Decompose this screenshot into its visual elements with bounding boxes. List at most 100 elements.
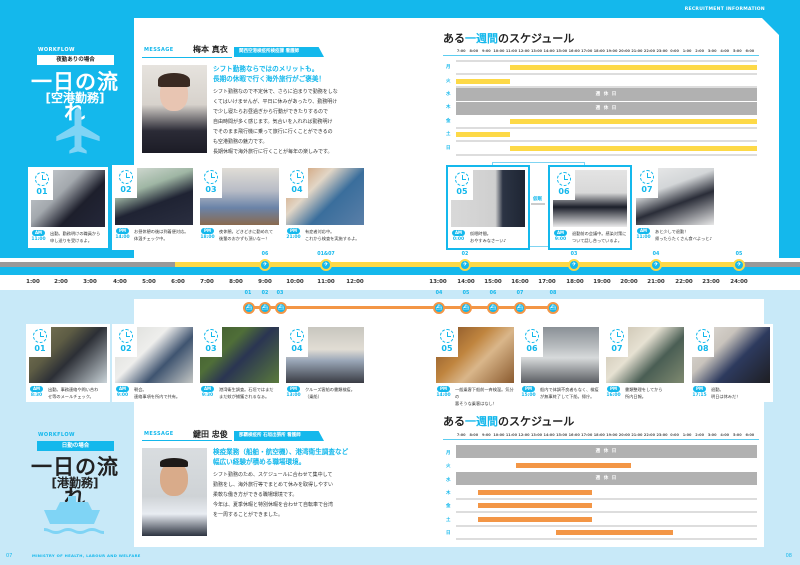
photo-number: 07 (611, 344, 623, 353)
hour-tick: 17:00 (581, 433, 593, 437)
hour-tick: 5:00 (732, 49, 742, 53)
timeline-photo-card: 05 PM 14:00 一般乗客下船前一斉検温。気分の悪そうな乗客はなし！ (433, 324, 517, 406)
hour-tick: 22:00 (643, 433, 656, 437)
ministry-label: MINISTRY OF HEALTH, LABOUR AND WELFARE (32, 553, 141, 558)
airplane-icon: ✈ (568, 259, 580, 271)
shift-bar (510, 146, 757, 151)
day-label-tue: 火 (446, 464, 451, 469)
timeline-hours: 1:00 2:00 3:00 4:00 5:00 6:00 7:00 8:00 … (0, 279, 800, 289)
message-underline (142, 440, 232, 441)
hour-tick: 19:00 (606, 49, 618, 53)
timeline-photo-card: 01 AM 8:30 出勤。事務連絡や問い合わせ等のメールチェック。 (26, 324, 110, 402)
air-node-label: 04 (652, 252, 660, 257)
hour-tick: 8:00 (469, 49, 479, 53)
timeline-bar (0, 267, 800, 275)
timeline-photo-card: 05 AM 0:00 仮眠時間。おやすみなさーい♪ (446, 165, 530, 250)
hour-tick: 17:00 (581, 49, 593, 53)
hour-label: 22:00 (675, 279, 693, 285)
hour-label: 12:00 (346, 279, 364, 285)
clock-icon (455, 172, 469, 186)
ampm-badge: AM (637, 228, 650, 234)
hour-tick: 9:00 (482, 433, 491, 437)
hour-tick: 9:00 (482, 49, 491, 53)
hour-tick: 13:00 (530, 49, 543, 53)
photo-badge: 05 (436, 327, 458, 357)
desc-line: 退勤前の会議中。感染対策に (572, 231, 627, 236)
page-number-left: 07 (6, 553, 13, 559)
row-divider (456, 73, 757, 75)
workflow-label: WORKFLOW (38, 432, 75, 438)
day-off-bar: 週 休 日 (456, 102, 757, 115)
ship-icon: ⛴ (547, 302, 559, 314)
message-underline (142, 57, 232, 58)
timeline-photo-card: 07 AM 11:00 あと少しで退勤！帰ったらたくさん食べよっと♪ (633, 165, 717, 250)
airplane-icon: ✈ (259, 259, 271, 271)
ampm-badge: AM (32, 230, 45, 236)
timeline-light-band (0, 290, 800, 299)
photo-description: 出勤。事務連絡や問い合わせ等のメールチェック。 (48, 386, 108, 400)
row-divider (456, 511, 757, 513)
day-label-tue: 火 (446, 79, 451, 84)
title-prefix: ある (443, 32, 465, 45)
ship-icon: ⛴ (259, 302, 271, 314)
hour-label: 19:00 (593, 279, 611, 285)
photo-description: 朝会。連絡事項を所内で共有。 (134, 386, 194, 400)
desc-line: ついて話し合っているよ。 (572, 238, 622, 243)
message-body-line: でそのまま飛行機に乗って旅行に行くことができるの (213, 129, 333, 135)
ampm-badge: PM (693, 386, 706, 392)
day-label-thu: 木 (446, 105, 451, 110)
message-headline-1: シフト勤務ならではのメリットも。 (213, 65, 319, 73)
hour-tick: 16:00 (568, 49, 580, 53)
photo-badge: 02 (115, 327, 137, 357)
hour-label: 21:00 (647, 279, 665, 285)
hour-tick: 10:00 (493, 433, 505, 437)
hour-tick: 20:00 (618, 49, 630, 53)
hour-tick: 21:00 (631, 49, 643, 53)
shift-bar (478, 517, 592, 522)
day-label-sat: 土 (446, 132, 451, 137)
ampm-badge: PM (287, 386, 300, 392)
photo-description: お昼休憩の後は到着便対応。体温チェック中。 (134, 228, 194, 242)
message-body: シフト勤務のため、スケジュールに合わせて集中して 勤務をし、海外旅行等でまとめて… (213, 470, 373, 520)
ship-node-label: 07 (516, 291, 524, 296)
photo-time: 14:00 (436, 393, 451, 398)
hour-label: 17:00 (538, 279, 556, 285)
timeline-photo-card: 04 PM 21:00 有症者対応中。これから検査を実施するよ。 (283, 165, 367, 250)
nap-arrow (531, 203, 545, 205)
airplane-icon: ✈ (650, 259, 662, 271)
ship-icon: ⛴ (433, 302, 445, 314)
photo-time: 13:00 (286, 393, 301, 398)
desc-line: 所内日報。 (625, 394, 646, 399)
desc-line: 退勤。 (711, 387, 724, 392)
desc-line: 出勤。事務連絡や問い合わ (48, 387, 99, 392)
workflow-label: WORKFLOW (38, 47, 75, 53)
hour-tick: 11:00 (505, 49, 518, 53)
timeline-photo-card: 08 PM 17:15 退勤。明日は休みだ！ (689, 324, 773, 402)
timeline-port-shift (248, 306, 553, 309)
ampm-badge: PM (437, 386, 450, 392)
message-body-line: 勤務をし、海外旅行等でまとめて休みを取得しやすい (213, 482, 333, 488)
photo-description: あと少しで退勤！帰ったらたくさん食べよっと♪ (655, 228, 715, 242)
message-headline-2: 長期の休暇で行く海外旅行がご褒美！ (213, 75, 326, 83)
employee-name: 梅本 真衣 (193, 45, 228, 54)
row-divider (456, 86, 757, 88)
row-divider (456, 140, 757, 142)
ship-icon: ⛴ (275, 302, 287, 314)
weekly-schedule-title: ある一週間のスケジュール (443, 30, 574, 46)
day-off-bar: 週 休 日 (456, 472, 757, 485)
desc-line: 連絡事項を所内で共有。 (134, 394, 181, 399)
photo-time: 15:00 (521, 393, 536, 398)
timeline-photo-card: 01 AM 11:00 出勤。勤務明けの職員から申し送りを受けるよ。 (26, 165, 110, 250)
shift-bar (456, 79, 510, 84)
ampm-badge: AM (116, 386, 129, 392)
airplane-icon: ✈ (459, 259, 471, 271)
message-body-line: シフト勤務のため、スケジュールに合わせて集中して (213, 472, 333, 478)
photo-badge: 06 (521, 327, 543, 357)
photo-badge: 01 (29, 327, 51, 357)
hour-tick: 4:00 (720, 433, 730, 437)
photo-description: 港湾衛生調査。石垣ではまだまだ蚊が捕獲されるなぁ。 (219, 386, 280, 400)
day-label-wed: 水 (446, 92, 451, 97)
desc-line: 明日は休みだ！ (711, 394, 741, 399)
day-label-mon: 月 (446, 451, 451, 456)
clock-icon (290, 170, 304, 184)
